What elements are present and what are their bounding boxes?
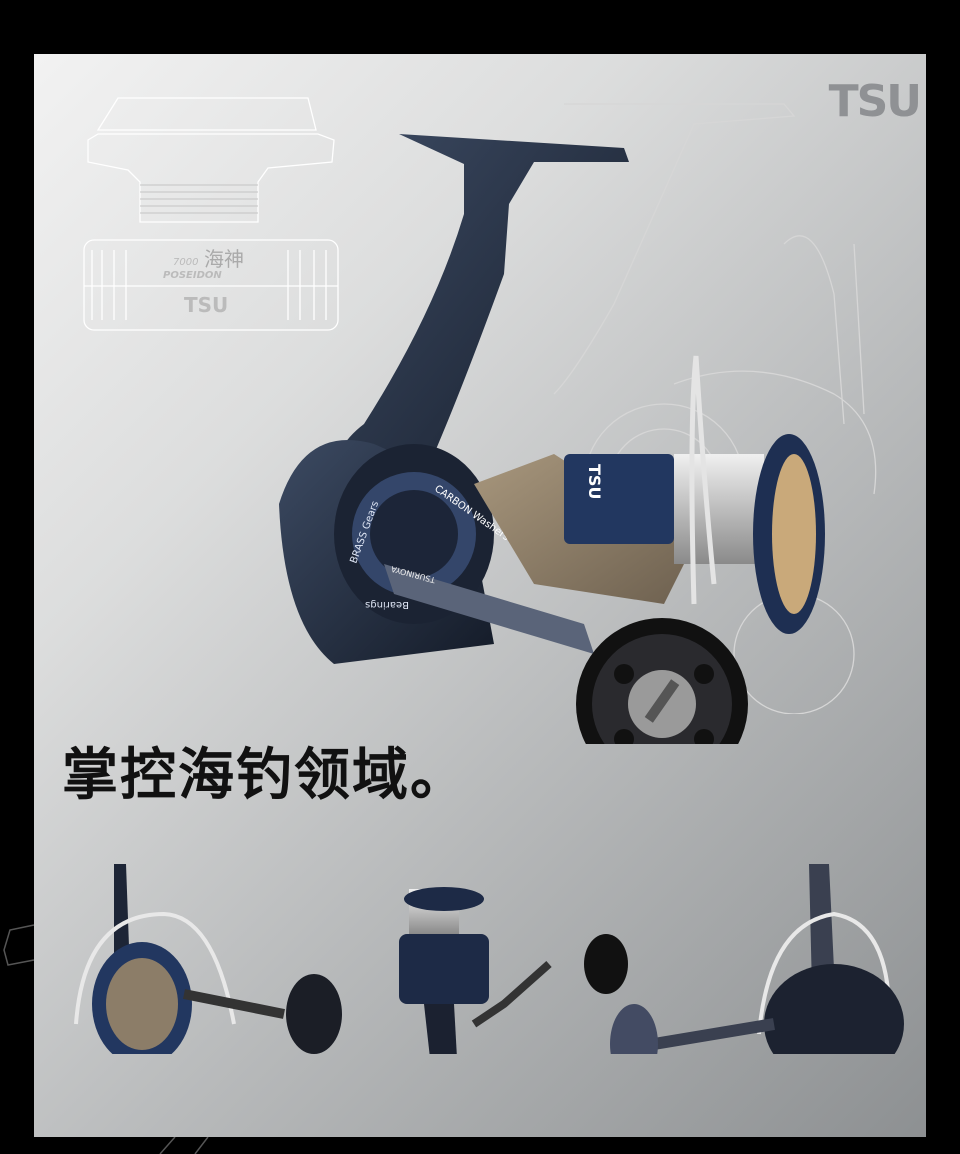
spool-model-name: POSEIDON bbox=[163, 270, 222, 281]
brand-logo: TSU bbox=[828, 76, 922, 127]
side-view bbox=[399, 887, 628, 1054]
main-reel-image: BRASS Gears CARBON Washers Bearings TSU … bbox=[279, 134, 825, 744]
product-panel: TSU 7000 POSEIDON 海神 TSU bbox=[34, 54, 926, 1137]
front-view bbox=[74, 864, 342, 1054]
spool-line-drawing: 7000 POSEIDON 海神 TSU bbox=[83, 97, 339, 331]
spool-model-number: 7000 bbox=[173, 257, 198, 268]
label-bearings: Bearings bbox=[365, 599, 409, 610]
spool-logo: TSU bbox=[184, 293, 228, 317]
reel-views bbox=[74, 864, 904, 1054]
spool-brand-logo: TSU bbox=[585, 464, 604, 499]
spool-chinese-mark: 海神 bbox=[204, 247, 244, 271]
headline: 掌控海钓领域。 bbox=[62, 742, 468, 808]
rear-view bbox=[610, 864, 904, 1054]
